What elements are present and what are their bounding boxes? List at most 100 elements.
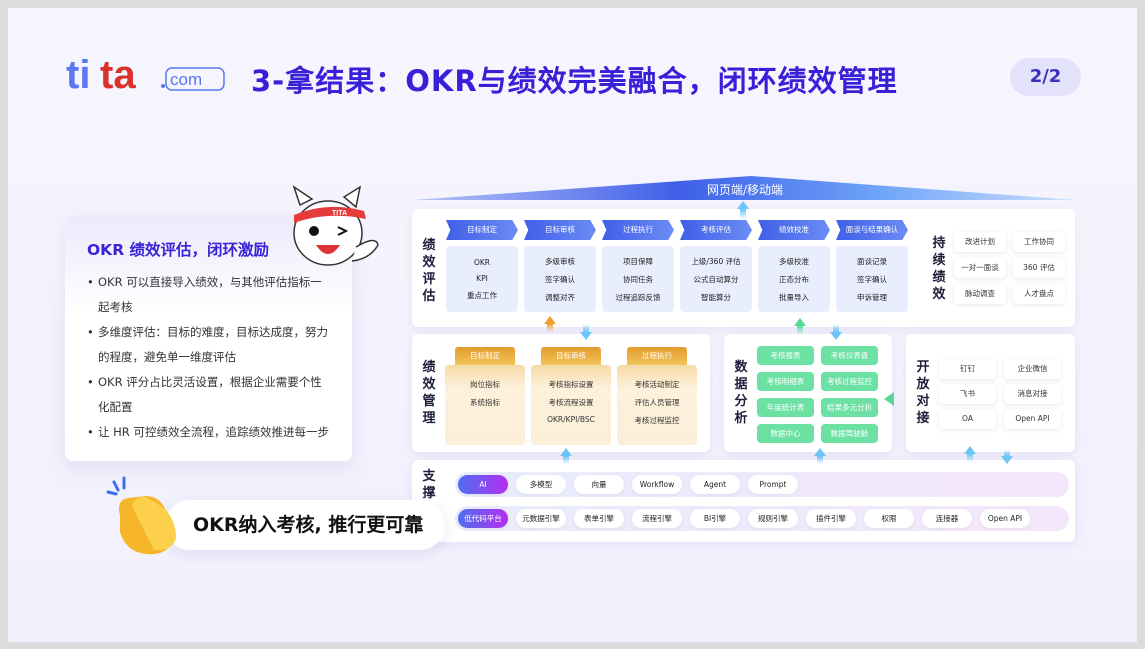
platform-chip: 插件引擎 xyxy=(806,509,856,528)
eval-column: 考核评估上级/360 评估公式自动算分智能算分 xyxy=(680,220,752,312)
eval-column: 绩效校准多级校准正态分布批量导入 xyxy=(758,220,830,312)
stage-header: 过程执行 xyxy=(602,220,674,240)
management-column: 过程执行考核活动制定评估人员管理考核过程监控 xyxy=(617,347,697,445)
management-header: 过程执行 xyxy=(627,347,687,365)
ai-row: AI 多模型 向量 Workflow Agent Prompt xyxy=(455,472,1069,497)
roof-banner xyxy=(413,176,1077,200)
eval-item: 项目保障 xyxy=(623,256,653,266)
ai-chip: 向量 xyxy=(574,475,624,494)
eval-item: 申诉管理 xyxy=(857,292,887,302)
continuous-item: 工作协同 xyxy=(1013,232,1065,252)
analysis-label: 数据分析 xyxy=(734,360,748,426)
platform-chip: Open API xyxy=(980,509,1030,528)
arrow-up-icon xyxy=(964,446,976,462)
page-indicator: 2/2 xyxy=(1010,58,1081,96)
integration-item: 飞书 xyxy=(939,384,996,404)
eval-item: 签字确认 xyxy=(857,274,887,284)
platform-row: 低代码平台 元数据引擎 表单引擎 流程引擎 BI引擎 规则引擎 插件引擎 权限 … xyxy=(455,506,1069,531)
stage-header: 考核评估 xyxy=(680,220,752,240)
stage-header: 目标制定 xyxy=(446,220,518,240)
analysis-item: 考核明细表 xyxy=(757,372,814,391)
management-column: 目标制定岗位指标系统指标 xyxy=(445,347,525,445)
arrow-up-icon xyxy=(794,318,806,334)
eval-column: 过程执行项目保障协同任务过程追踪反馈 xyxy=(602,220,674,312)
platform-chip: 低代码平台 xyxy=(458,509,508,528)
management-item: 评估人员管理 xyxy=(634,398,680,407)
info-card: OKR 绩效评估，闭环激励 OKR 可以直接导入绩效，与其他评估指标一起考核 多… xyxy=(65,216,352,461)
integration-item: 消息对接 xyxy=(1004,384,1061,404)
support-label: 支撑 xyxy=(422,469,436,501)
ai-chip: Prompt xyxy=(748,475,798,494)
mascot-headband-text: TITA xyxy=(332,210,347,217)
integration-item: Open API xyxy=(1004,409,1061,429)
continuous-item: 人才盘点 xyxy=(1013,284,1065,304)
eval-item: 多级审核 xyxy=(545,256,575,266)
continuous-item: 改进计划 xyxy=(954,232,1006,252)
svg-text:com: com xyxy=(170,70,202,89)
analysis-item: 考核仪表盘 xyxy=(821,346,878,365)
management-panel: 绩效管理 目标制定岗位指标系统指标 目标审核考核指标设置考核流程设置 OKR/KP… xyxy=(412,334,710,452)
arrow-down-icon xyxy=(1001,450,1013,464)
arrow-down-icon xyxy=(830,324,842,340)
analysis-item: 数据中心 xyxy=(757,424,814,443)
continuous-item: 脉动调查 xyxy=(954,284,1006,304)
stage-header: 绩效校准 xyxy=(758,220,830,240)
arrow-up-icon xyxy=(737,201,749,219)
integration-item: 钉钉 xyxy=(939,359,996,379)
platform-chip: 连接器 xyxy=(922,509,972,528)
slide: ti ta com 3-拿结果：OKR与绩效完美融合，闭环绩效管理 2/2 OK… xyxy=(8,8,1137,642)
management-item: OKR/KPI/BSC xyxy=(547,415,595,424)
arrow-down-icon xyxy=(580,324,592,340)
svg-text:ta: ta xyxy=(100,53,136,97)
bullet-item: 让 HR 可控绩效全流程，追踪绩效推进每一步 xyxy=(87,420,332,445)
eval-column: 面谈与结果确认面谈记录签字确认申诉管理 xyxy=(836,220,908,312)
management-column: 目标审核考核指标设置考核流程设置 OKR/KPI/BSC xyxy=(531,347,611,445)
integration-item: OA xyxy=(939,409,996,429)
platform-chip: 流程引擎 xyxy=(632,509,682,528)
card-title: OKR 绩效评估，闭环激励 xyxy=(87,241,270,259)
eval-item: 多级校准 xyxy=(779,256,809,266)
eval-column: 目标审核多级审核签字确认调整对齐 xyxy=(524,220,596,312)
continuous-item: 一对一面谈 xyxy=(954,258,1006,278)
management-item: 岗位指标 xyxy=(470,380,500,389)
management-header: 目标审核 xyxy=(541,347,601,365)
bullet-item: OKR 可以直接导入绩效，与其他评估指标一起考核 xyxy=(87,270,332,320)
ai-chip: Agent xyxy=(690,475,740,494)
continuous-item: 360 评估 xyxy=(1013,258,1065,278)
eval-item: 签字确认 xyxy=(545,274,575,284)
bullet-item: 多维度评估：目标的难度，目标达成度，努力的程度，避免单一维度评估 xyxy=(87,320,332,370)
mascot-illustration: TITA xyxy=(292,185,379,266)
bullet-item: OKR 评分占比灵活设置，根据企业需要个性化配置 xyxy=(87,370,332,420)
management-item: 考核流程设置 xyxy=(548,398,594,407)
analysis-item: 结果多元分析 xyxy=(821,398,878,417)
management-item: 考核指标设置 xyxy=(548,380,594,389)
evaluation-label: 绩效评估 xyxy=(422,238,436,304)
ai-chip: 多模型 xyxy=(516,475,566,494)
eval-item: 批量导入 xyxy=(779,292,809,302)
analysis-item: 数据驾驶舱 xyxy=(821,424,878,443)
eval-item: 正态分布 xyxy=(779,274,809,284)
analysis-item: 考核过程监控 xyxy=(821,372,878,391)
platform-chip: 表单引擎 xyxy=(574,509,624,528)
eval-item: 重点工作 xyxy=(467,290,497,300)
eval-item: 过程追踪反馈 xyxy=(615,292,661,302)
analysis-item: 考核报表 xyxy=(757,346,814,365)
arrow-up-icon xyxy=(814,448,826,464)
callout-text: OKR纳入考核, 推行更可靠 xyxy=(193,514,424,536)
ai-chip: Workflow xyxy=(632,475,682,494)
management-header: 目标制定 xyxy=(455,347,515,365)
management-item: 系统指标 xyxy=(470,398,500,407)
analysis-panel: 数据分析 考核报表 考核仪表盘 考核明细表 考核过程监控 年度统计表 结果多元分… xyxy=(724,334,892,452)
platform-chip: 规则引擎 xyxy=(748,509,798,528)
management-label: 绩效管理 xyxy=(422,360,436,426)
eval-item: OKR xyxy=(473,257,491,267)
eval-item: 协同任务 xyxy=(623,274,653,284)
page-title: 3-拿结果：OKR与绩效完美融合，闭环绩效管理 xyxy=(251,64,898,98)
arrow-left-icon xyxy=(884,392,894,406)
continuous-label: 持续绩效 xyxy=(932,236,946,302)
management-item: 考核活动制定 xyxy=(634,380,680,389)
eval-item: 调整对齐 xyxy=(545,292,575,302)
stage-header: 目标审核 xyxy=(524,220,596,240)
